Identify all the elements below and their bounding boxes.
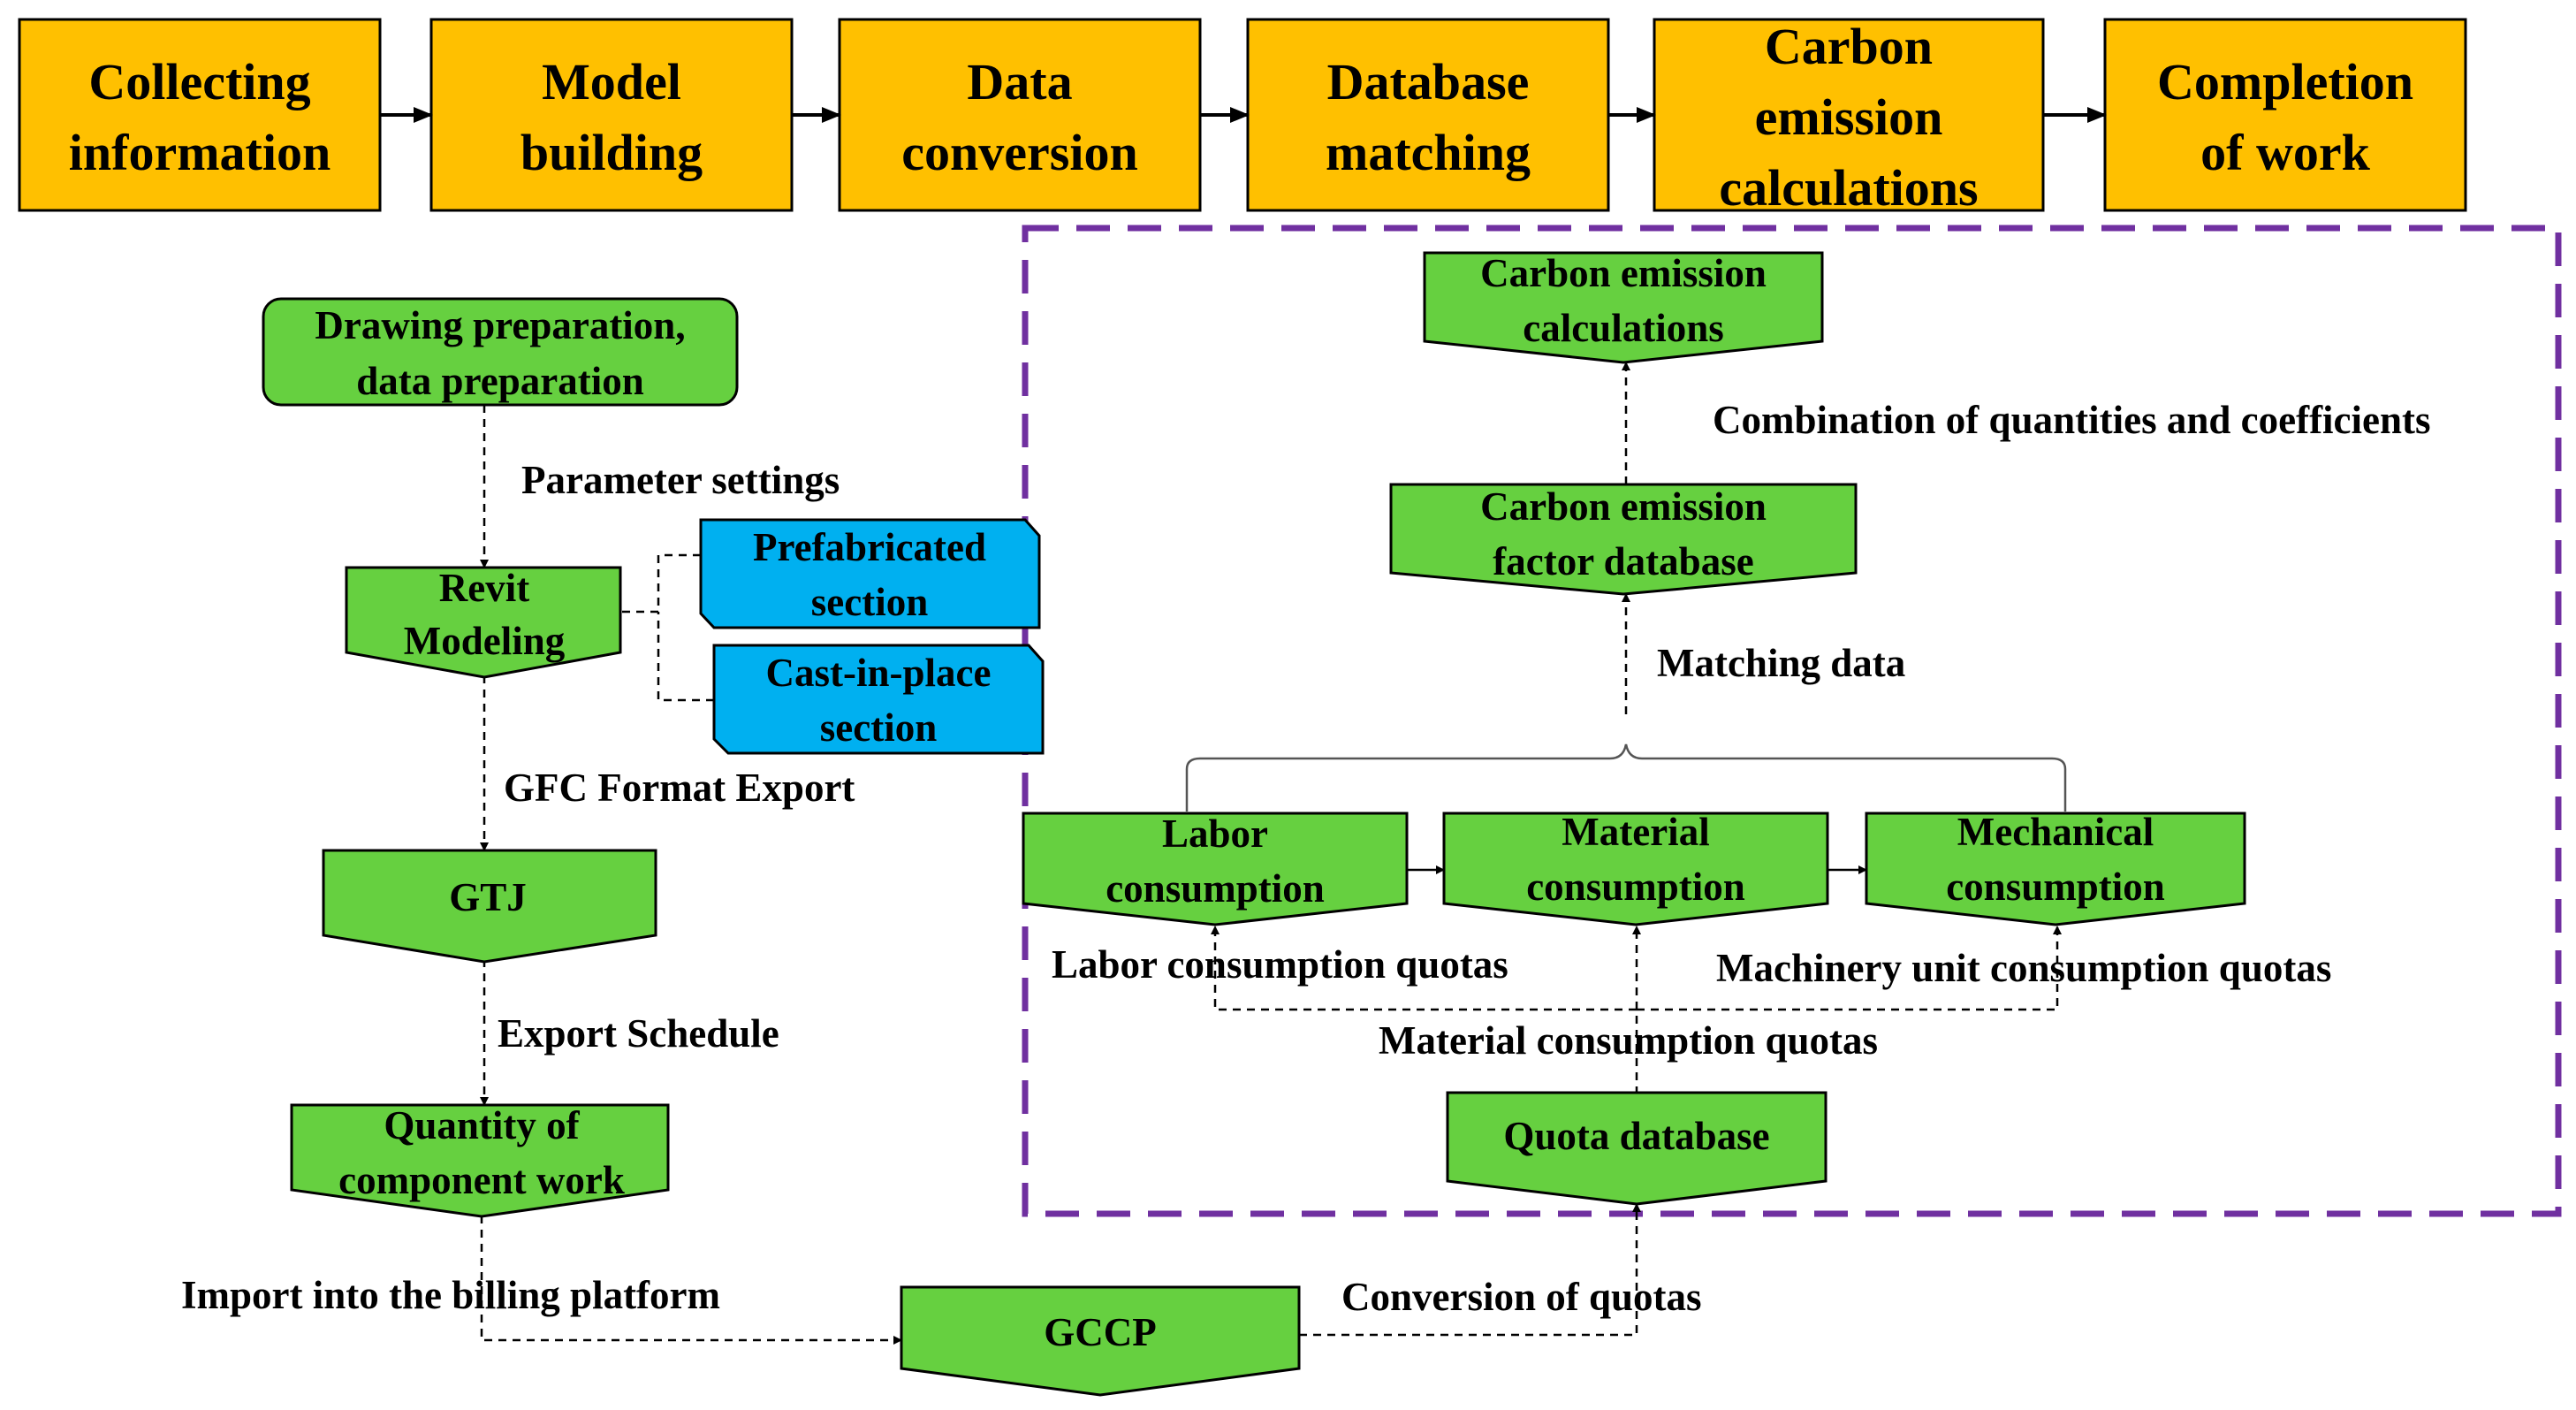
stage-completion-of-work: Completion of work	[2103, 18, 2467, 212]
label-labor-consumption-quotas: Labor consumption quotas	[1052, 942, 1508, 987]
stage-box	[429, 18, 794, 212]
node-prefabricated-section: Prefabricated section	[699, 518, 1041, 629]
stage-label-line1: Carbon	[1765, 18, 1933, 75]
node-label-line1: Labor	[1162, 812, 1268, 856]
node-label-line1: Prefabricated	[753, 525, 986, 569]
connector-prefab-to-revit	[602, 553, 701, 616]
label-material-consumption-quotas: Material consumption quotas	[1379, 1018, 1878, 1063]
stage-collecting-information: Collecting information	[18, 18, 382, 212]
node-shape	[290, 1103, 670, 1218]
node-shape	[1389, 483, 1858, 596]
node-label-line2: section	[820, 705, 937, 750]
node-revit-modeling: Revit Modeling	[345, 566, 622, 679]
connector-gccp-to-quota-db	[1299, 1203, 1641, 1337]
node-gccp: GCCP	[900, 1285, 1301, 1397]
connector-castinplace-to-revit	[657, 612, 714, 702]
node-label-line2: consumption	[1526, 865, 1745, 909]
node-shape	[1442, 812, 1829, 926]
stage-carbon-emission-calculations: Carbon emission calculations	[1653, 18, 2045, 217]
label-matching-data: Matching data	[1657, 641, 1905, 685]
node-label-line1: GCCP	[1044, 1310, 1157, 1354]
node-label-line1: Material	[1562, 810, 1709, 854]
stage-label-line2: information	[69, 124, 331, 181]
node-label-line2: component work	[338, 1158, 625, 1202]
grouping-brace	[1185, 743, 2067, 812]
stage-box	[18, 18, 382, 212]
node-quota-database: Quota database	[1446, 1091, 1828, 1206]
node-carbon-emission-factor-database: Carbon emission factor database	[1389, 483, 1858, 596]
node-shape	[712, 644, 1045, 755]
node-material-consumption: Material consumption	[1442, 810, 1829, 926]
node-label-line2: data preparation	[356, 359, 643, 403]
node-shape	[1446, 1091, 1828, 1206]
stage-label-line2: matching	[1326, 124, 1531, 181]
label-machinery-consumption-quotas: Machinery unit consumption quotas	[1716, 946, 2331, 990]
edge-labels: Parameter settings GFC Format Export Exp…	[181, 398, 2431, 1319]
node-label-line2: section	[811, 580, 928, 624]
stage-label-line2: building	[521, 124, 703, 181]
stage-box	[1246, 18, 1610, 212]
node-shape	[322, 849, 657, 964]
label-import-billing-platform: Import into the billing platform	[181, 1273, 720, 1317]
stage-label-line1: Data	[967, 53, 1072, 111]
stage-label-line2: emission	[1755, 88, 1943, 146]
stage-label-line1: Model	[542, 53, 681, 111]
node-shape	[345, 566, 622, 679]
node-drawing-preparation: Drawing preparation, data preparation	[262, 297, 739, 407]
node-label-line2: Modeling	[404, 619, 566, 663]
node-shape	[1022, 812, 1409, 926]
node-label-line1: Quota database	[1503, 1114, 1769, 1158]
stage-box	[2103, 18, 2467, 212]
node-label-line1: GTJ	[449, 875, 527, 919]
node-shape	[900, 1285, 1301, 1397]
node-shape	[1865, 812, 2246, 926]
node-label-line2: consumption	[1106, 866, 1325, 911]
node-quantity-of-component-work: Quantity of component work	[290, 1103, 670, 1218]
stage-model-building: Model building	[429, 18, 794, 212]
node-gtj: GTJ	[322, 849, 657, 964]
database-matching-frame	[1022, 225, 2562, 1217]
node-label-line1: Carbon emission	[1480, 251, 1767, 295]
stage-data-conversion: Data conversion	[838, 18, 1202, 212]
node-mechanical-consumption: Mechanical consumption	[1865, 810, 2246, 926]
node-label-line2: calculations	[1523, 306, 1724, 350]
label-conversion-of-quotas: Conversion of quotas	[1341, 1275, 1702, 1319]
node-shape	[699, 518, 1041, 629]
stage-label-line2: of work	[2200, 124, 2370, 181]
label-gfc-format-export: GFC Format Export	[504, 766, 855, 810]
node-carbon-emission-calculations: Carbon emission calculations	[1423, 251, 1824, 364]
label-parameter-settings: Parameter settings	[521, 458, 840, 502]
stage-database-matching: Database matching	[1246, 18, 1610, 212]
stage-box	[838, 18, 1202, 212]
node-shape	[262, 297, 739, 407]
node-cast-in-place-section: Cast-in-place section	[712, 644, 1045, 755]
node-label-line1: Drawing preparation,	[315, 303, 685, 347]
node-label-line1: Revit	[439, 566, 529, 610]
stage-label-line1: Completion	[2157, 53, 2413, 111]
node-label-line2: consumption	[1946, 865, 2165, 909]
stage-label-line1: Collecting	[88, 53, 310, 111]
stage-label-line1: Database	[1327, 53, 1530, 111]
label-combination-of-quantities: Combination of quantities and coefficien…	[1713, 398, 2431, 442]
node-label-line2: factor database	[1493, 539, 1753, 583]
stage-label-line2: conversion	[901, 124, 1137, 181]
node-label-line1: Mechanical	[1957, 810, 2154, 854]
node-label-line1: Carbon emission	[1480, 484, 1767, 529]
connectors	[480, 362, 2062, 1345]
node-label-line1: Quantity of	[384, 1103, 580, 1147]
stage-label-line3: calculations	[1719, 159, 1978, 217]
node-shape	[1423, 251, 1824, 364]
stage-box	[1653, 18, 2045, 212]
node-labor-consumption: Labor consumption	[1022, 812, 1409, 926]
label-export-schedule: Export Schedule	[498, 1011, 779, 1056]
node-label-line1: Cast-in-place	[766, 651, 992, 695]
